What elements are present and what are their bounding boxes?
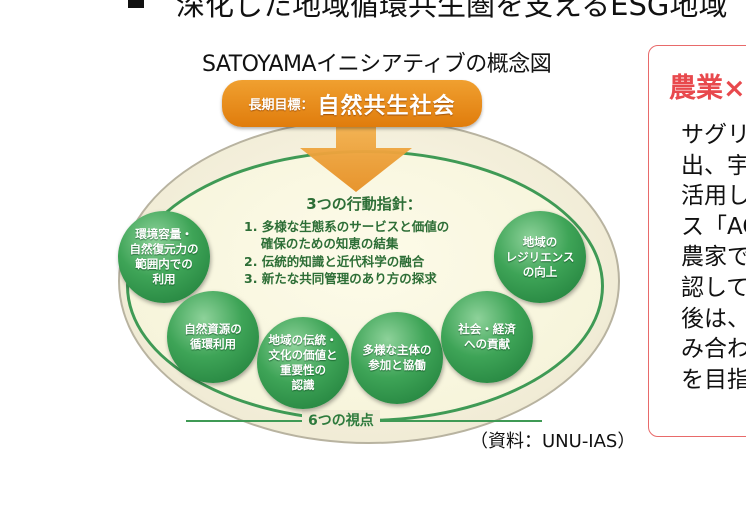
side-info-box: 農業× サグリ 出、宇 活用し ス「AG 農家で 認して 後は、 み合わ を目指 bbox=[648, 45, 746, 437]
action-item: 確保のための知恵の結集 bbox=[244, 236, 399, 251]
slide-heading: 深化した地域循環共生圏を支えるESG地域 bbox=[176, 0, 728, 22]
viewpoints-title: 6つの視点 bbox=[302, 410, 380, 430]
text-line: 認して bbox=[681, 274, 746, 301]
viewpoint-circle: 多様な主体の 参加と協働 bbox=[351, 312, 443, 404]
text-line: み合わ bbox=[681, 336, 746, 363]
action-item: 1. 多様な生態系のサービスと価値の bbox=[244, 218, 450, 234]
text-line: 出、宇 bbox=[681, 152, 746, 179]
viewpoint-circle: 環境容量・ 自然復元力の 範囲内での 利用 bbox=[118, 211, 210, 303]
action-item: 2. 伝統的知識と近代科学の融合 bbox=[244, 253, 425, 269]
goal-text: 自然共生社会 bbox=[317, 93, 456, 119]
text-line: 活用し bbox=[681, 183, 746, 210]
text-line: 後は、 bbox=[681, 305, 746, 332]
actions-title: 3つの行動指針： bbox=[306, 195, 422, 213]
viewpoint-circle: 自然資源の 循環利用 bbox=[167, 291, 259, 383]
figure-title: SATOYAMAイニシアティブの概念図 bbox=[202, 52, 552, 77]
long-term-goal-badge: 長期目標： 自然共生社会 bbox=[222, 80, 482, 127]
side-box-text: サグリ 出、宇 活用し ス「AG 農家で 認して 後は、 み合わ を目指 bbox=[681, 120, 746, 395]
action-item: 3. 新たな共同管理のあり方の探求 bbox=[244, 271, 437, 286]
source-caption: （資料：UNU-IAS） bbox=[470, 431, 636, 452]
bullet-icon bbox=[128, 0, 144, 8]
text-line: サグリ bbox=[681, 122, 746, 148]
text-line: 農家で bbox=[681, 244, 746, 271]
action-guidelines: 3つの行動指針： 1. 多様な生態系のサービスと価値の 確保のための知恵の結集 … bbox=[244, 195, 474, 288]
text-line: を目指 bbox=[681, 366, 746, 393]
viewpoint-circle: 地域の レジリエンス の向上 bbox=[494, 211, 586, 303]
side-box-title: 農業× bbox=[669, 73, 746, 104]
up-arrow-icon bbox=[300, 126, 412, 192]
goal-label: 長期目標： bbox=[248, 98, 314, 113]
viewpoint-circle: 社会・経済 への貢献 bbox=[441, 291, 533, 383]
text-line: ス「AG bbox=[681, 213, 746, 240]
viewpoint-circle: 地域の伝統・ 文化の価値と 重要性の 認識 bbox=[257, 317, 349, 409]
